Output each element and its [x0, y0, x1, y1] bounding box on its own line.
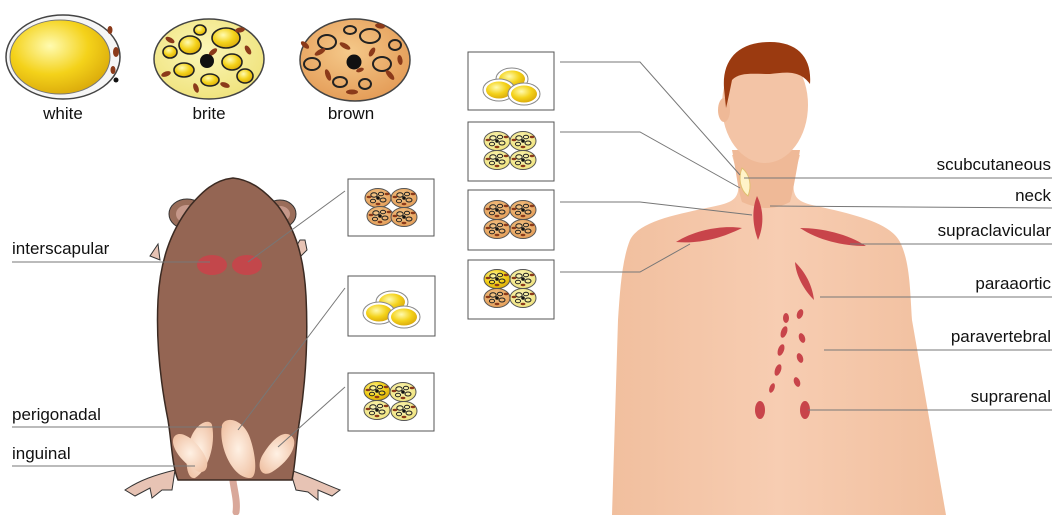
human-box-white — [468, 52, 554, 110]
brown-adipocyte — [300, 19, 410, 101]
mouse-figure — [125, 178, 340, 512]
human-box-brite — [468, 260, 554, 319]
label-suprarenal: suprarenal — [971, 387, 1051, 407]
mouse-box-white — [348, 276, 435, 336]
cell-label-brite: brite — [154, 104, 264, 124]
brite-adipocyte — [154, 19, 264, 99]
label-perigonadal: perigonadal — [12, 405, 101, 425]
label-paravertebral: paravertebral — [951, 327, 1051, 347]
human-figure — [612, 42, 946, 515]
white-adipocyte — [6, 15, 120, 99]
mouse-box-brown — [348, 179, 434, 236]
label-inguinal: inguinal — [12, 444, 71, 464]
cell-label-brown: brown — [296, 104, 406, 124]
mouse-box-brite — [348, 373, 434, 431]
cell-label-white: white — [8, 104, 118, 124]
human-box-brown — [468, 190, 554, 250]
label-neck: neck — [1015, 186, 1051, 206]
label-subcutaneous: scubcutaneous — [937, 155, 1051, 175]
label-paraaortic: paraaortic — [975, 274, 1051, 294]
label-interscapular: interscapular — [12, 239, 109, 259]
human-box-brite-neck — [468, 122, 554, 181]
label-supraclavicular: supraclavicular — [938, 221, 1051, 241]
